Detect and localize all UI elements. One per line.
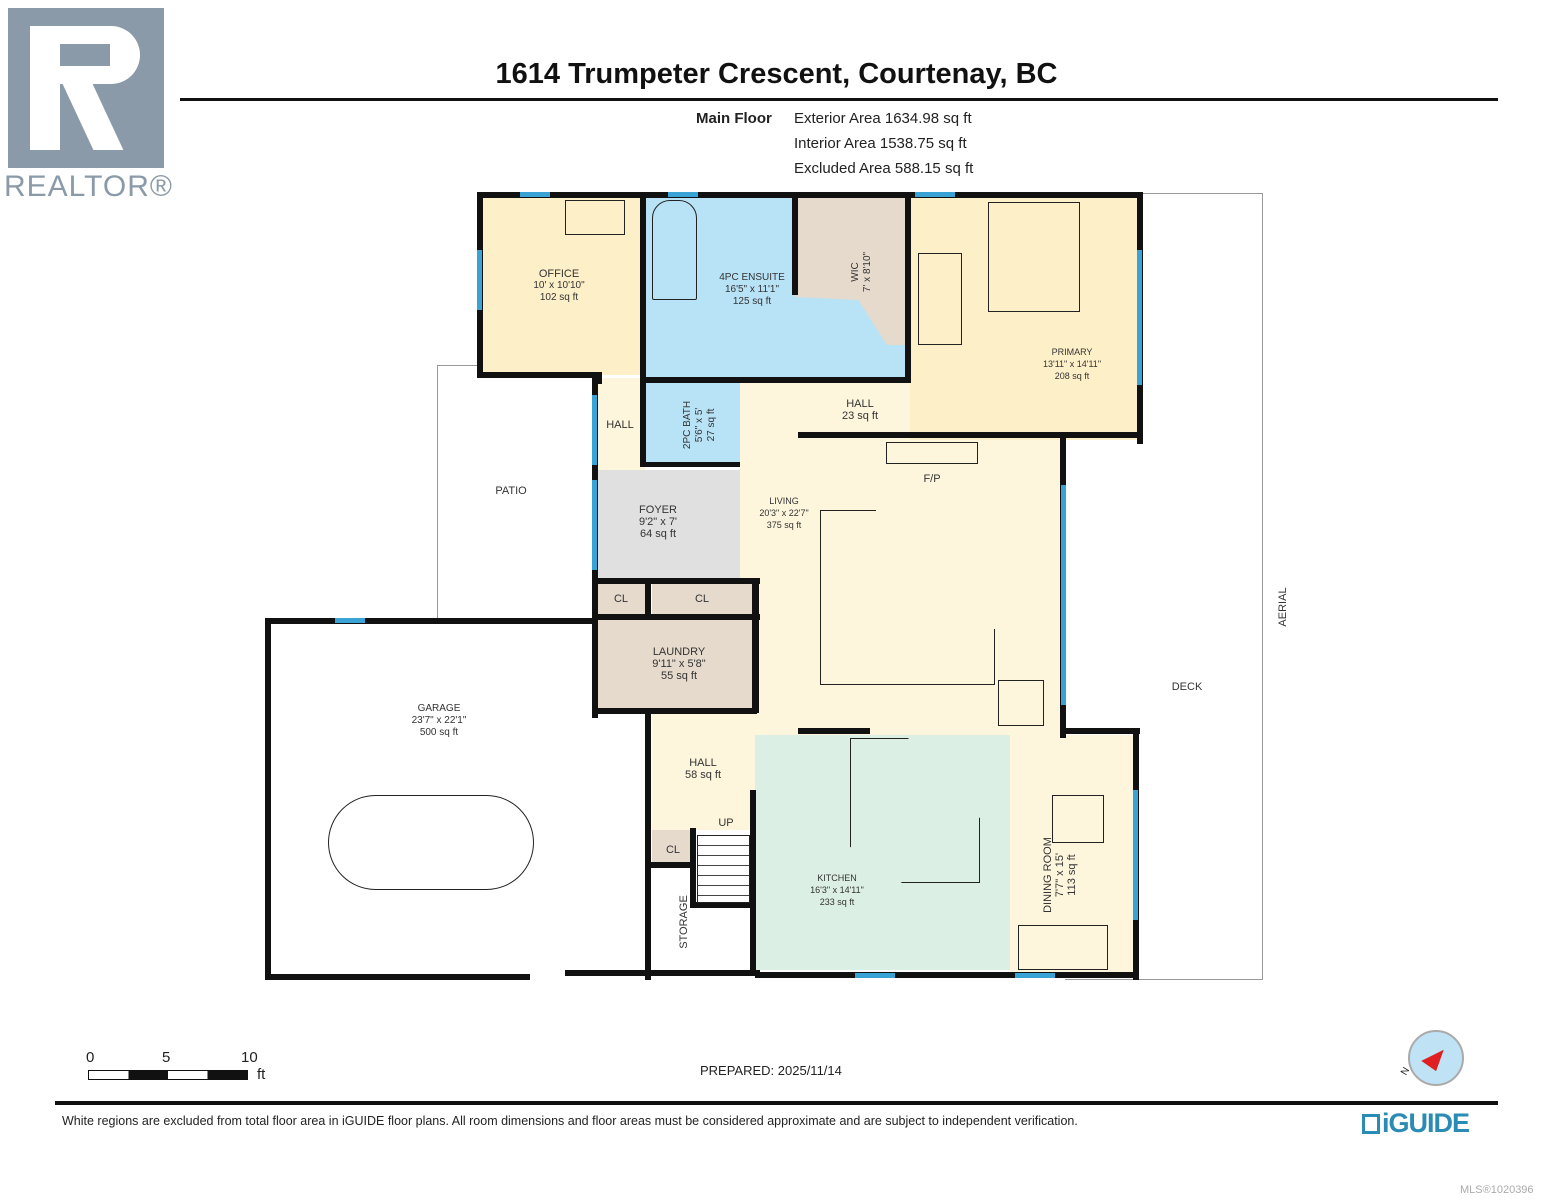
label-stairs-up: UP [718, 817, 734, 829]
deck-area [1065, 193, 1263, 980]
stairs-icon [697, 835, 750, 903]
header-rule [180, 98, 1498, 101]
label-cl3: CL [665, 844, 681, 856]
car-icon [328, 795, 534, 890]
label-cl1: CL [613, 593, 629, 605]
scale-bar [88, 1070, 248, 1080]
scale-unit: ft [257, 1066, 266, 1083]
label-storage: STORAGE [678, 895, 690, 949]
armchair-icon [1052, 795, 1104, 843]
exterior-area: Exterior Area 1634.98 sq ft [794, 110, 972, 127]
room-primary [910, 195, 1140, 440]
label-deck: DECK [1171, 681, 1203, 693]
label-fireplace: F/P [923, 473, 941, 485]
desk-icon [565, 200, 625, 235]
room-kitchen [755, 735, 1010, 970]
room-hall-left [597, 378, 645, 470]
compass-icon [1408, 1030, 1464, 1086]
scale-label-10: 10 [241, 1049, 258, 1066]
realtor-logo [8, 8, 164, 168]
room-laundry [597, 620, 755, 710]
label-cl2: CL [694, 593, 710, 605]
label-patio: PATIO [495, 485, 527, 497]
sofa-icon [918, 253, 962, 345]
excluded-area: Excluded Area 588.15 sq ft [794, 160, 974, 177]
room-hall-upper [740, 380, 910, 440]
iguide-logo: iGUIDE [1362, 1108, 1470, 1139]
room-foyer [597, 470, 740, 580]
bed-icon [988, 202, 1080, 312]
room-bath2 [645, 380, 740, 465]
label-aerial: AERIAL [1277, 587, 1289, 627]
room-living [740, 440, 1065, 735]
footer-rule [55, 1101, 1498, 1105]
scale-label-5: 5 [162, 1049, 171, 1066]
floor-name: Main Floor [696, 110, 772, 127]
scale-label-0: 0 [86, 1049, 95, 1066]
room-dining [1010, 735, 1135, 975]
interior-area: Interior Area 1538.75 sq ft [794, 135, 967, 152]
fireplace-icon [886, 442, 978, 464]
realtor-wordmark: REALTOR® [4, 170, 174, 203]
mls-number: MLS®1020396 [1460, 1184, 1534, 1196]
label-hall-left: HALL [606, 419, 634, 431]
prepared-date: PREPARED: 2025/11/14 [700, 1063, 842, 1078]
room-cl1 [597, 580, 650, 615]
room-cl3 [652, 830, 695, 865]
iguide-wordmark: iGUIDE [1382, 1108, 1470, 1138]
iguide-camera-icon [1362, 1114, 1380, 1134]
bathtub-icon [652, 200, 697, 300]
room-hall-lower [652, 710, 755, 830]
room-cl2 [652, 580, 755, 615]
disclaimer: White regions are excluded from total fl… [62, 1114, 1078, 1128]
dining-table-icon [998, 680, 1044, 726]
page-title: 1614 Trumpeter Crescent, Courtenay, BC [495, 58, 1058, 90]
loveseat-icon [1018, 925, 1108, 970]
